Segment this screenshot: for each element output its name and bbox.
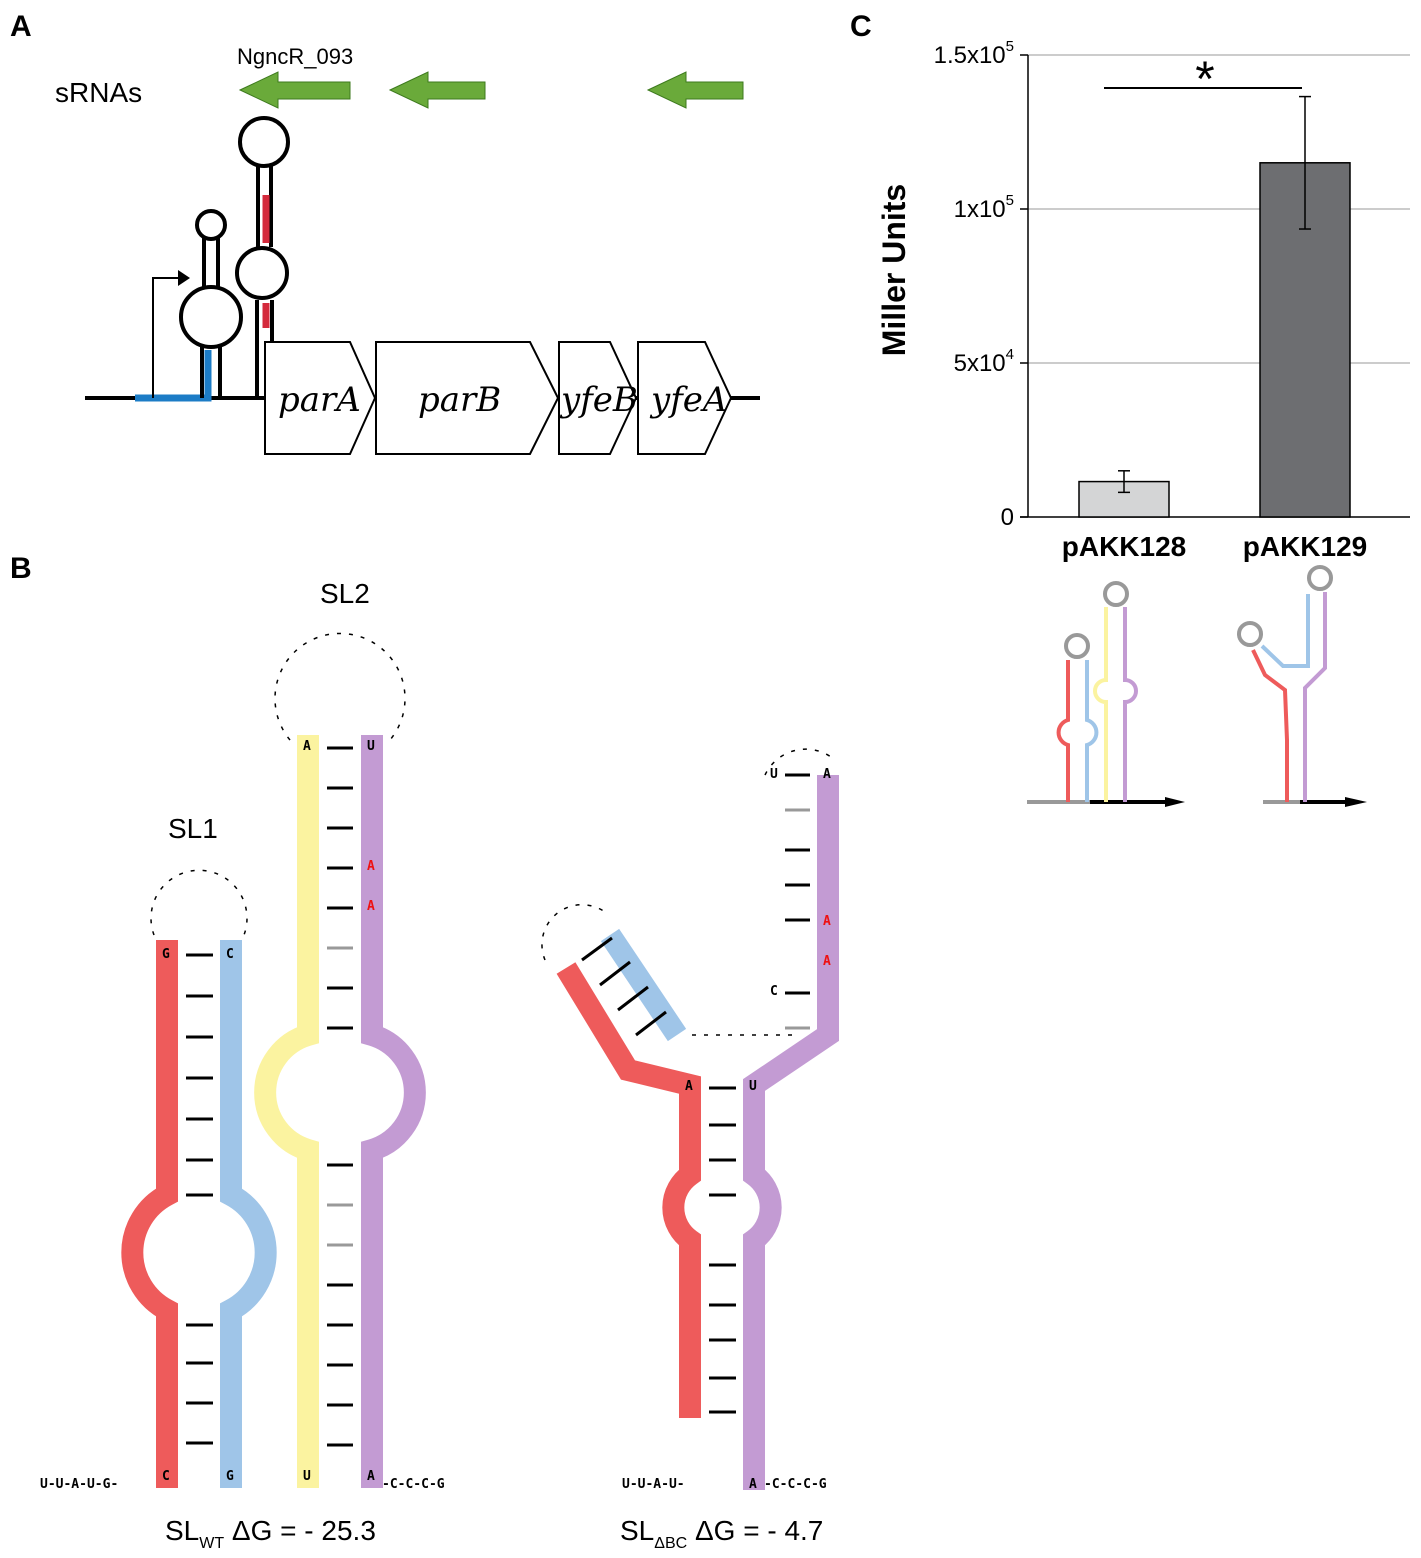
svg-text:A: A — [685, 1079, 693, 1094]
category-label: pAKK129 — [1243, 531, 1367, 562]
dbc-dg-label: SLΔBC ΔG = - 4.7 — [620, 1515, 823, 1552]
y-tick-label-base: 1.5x10 — [934, 42, 1006, 69]
wt-sub: WT — [199, 1535, 224, 1552]
dbc-prefix: SL — [620, 1515, 654, 1546]
y-tick-label: 0 — [1001, 504, 1014, 531]
dbc-downstream: -C-C-C-G — [764, 1477, 827, 1492]
wt-structure: G C C G A U U A A A — [121, 632, 426, 1488]
y-tick-label-exponent: 5 — [1006, 38, 1014, 55]
y-tick-label-exponent: 4 — [1006, 346, 1014, 363]
svg-text:C: C — [770, 984, 778, 999]
gene-yfeb: yfeB — [558, 341, 638, 455]
sl2-label: SL2 — [320, 578, 370, 609]
dbc-structure: A U A A A A U C — [541, 748, 839, 1492]
y-tick-label-base: 1x10 — [954, 196, 1006, 223]
svg-text:C: C — [226, 947, 234, 962]
y-tick-label-base: 5x10 — [954, 350, 1006, 377]
gene-label-yfeb: yfeB — [559, 380, 638, 420]
chart-categories: pAKK128 pAKK129 — [1062, 531, 1367, 562]
dbc-sub: ΔBC — [654, 1535, 687, 1552]
y-tick-label: 1x105 — [954, 192, 1014, 223]
chart-bars — [1078, 95, 1351, 518]
panel-c-letter: C — [850, 10, 872, 43]
y-tick-label-exponent: 5 — [1006, 192, 1014, 209]
wt-dg-label: SLWT ΔG = - 25.3 — [165, 1515, 376, 1552]
svg-text:A: A — [823, 767, 831, 782]
sl1-label: SL1 — [168, 813, 218, 844]
y-tick-label-base: 0 — [1001, 504, 1014, 531]
svg-text:U: U — [303, 1469, 311, 1484]
srna-name-label: NgncR_093 — [237, 44, 353, 69]
svg-text:U: U — [367, 739, 375, 754]
svg-text:G: G — [162, 947, 170, 962]
svg-text:G: G — [226, 1469, 234, 1484]
gene-label-yfea: yfeA — [649, 380, 727, 420]
svg-text:A: A — [367, 899, 375, 914]
chart-gridlines — [1028, 54, 1410, 364]
y-tick-label: 5x104 — [954, 346, 1014, 377]
srna-arrow-3 — [646, 71, 744, 109]
dbc-upstream: U-U-A-U- — [622, 1477, 685, 1492]
gene-parb: parB — [375, 341, 560, 455]
svg-text:A: A — [749, 1477, 757, 1492]
gene-para: parA — [264, 341, 377, 455]
schematic-pakk128 — [1027, 581, 1185, 807]
chart-significance: * — [1104, 51, 1302, 107]
svg-text:U: U — [749, 1079, 757, 1094]
srnas-label: sRNAs — [55, 77, 142, 108]
category-label: pAKK128 — [1062, 531, 1186, 562]
srna-arrow-1 — [238, 71, 351, 109]
panel-a-letter: A — [10, 10, 32, 43]
gene-label-parb: parB — [418, 380, 501, 420]
y-tick-label: 1.5x105 — [934, 38, 1014, 69]
svg-text:A: A — [823, 914, 831, 929]
wt-downstream: -C-C-C-G — [382, 1477, 445, 1492]
dbc-dg-text: ΔG = - 4.7 — [695, 1515, 823, 1546]
svg-text:A: A — [303, 739, 311, 754]
significance-star: * — [1195, 51, 1214, 107]
wt-dg-text: ΔG = - 25.3 — [232, 1515, 376, 1546]
hairpin-sl1 — [179, 209, 243, 398]
wt-prefix: SL — [165, 1515, 199, 1546]
hairpin-sl2 — [235, 116, 290, 398]
svg-text:A: A — [823, 954, 831, 969]
chart-y-label: Miller Units — [876, 184, 912, 356]
blue-segment — [135, 350, 212, 402]
svg-text:U: U — [770, 767, 778, 782]
promoter-arrow — [152, 270, 190, 398]
wt-upstream: U-U-A-U-G- — [40, 1477, 118, 1492]
srna-arrow-2 — [388, 71, 486, 109]
schematic-pakk129 — [1237, 565, 1367, 807]
svg-text:SLΔBC ΔG = - 4.7: SLΔBC ΔG = - 4.7 — [620, 1515, 823, 1552]
gene-yfea: yfeA — [637, 341, 733, 455]
svg-text:A: A — [367, 1469, 375, 1484]
svg-text:C: C — [162, 1469, 170, 1484]
gene-label-para: parA — [278, 380, 361, 420]
svg-text:A: A — [367, 859, 375, 874]
panel-b-letter: B — [10, 552, 32, 585]
svg-text:SLWT ΔG = - 25.3: SLWT ΔG = - 25.3 — [165, 1515, 376, 1552]
